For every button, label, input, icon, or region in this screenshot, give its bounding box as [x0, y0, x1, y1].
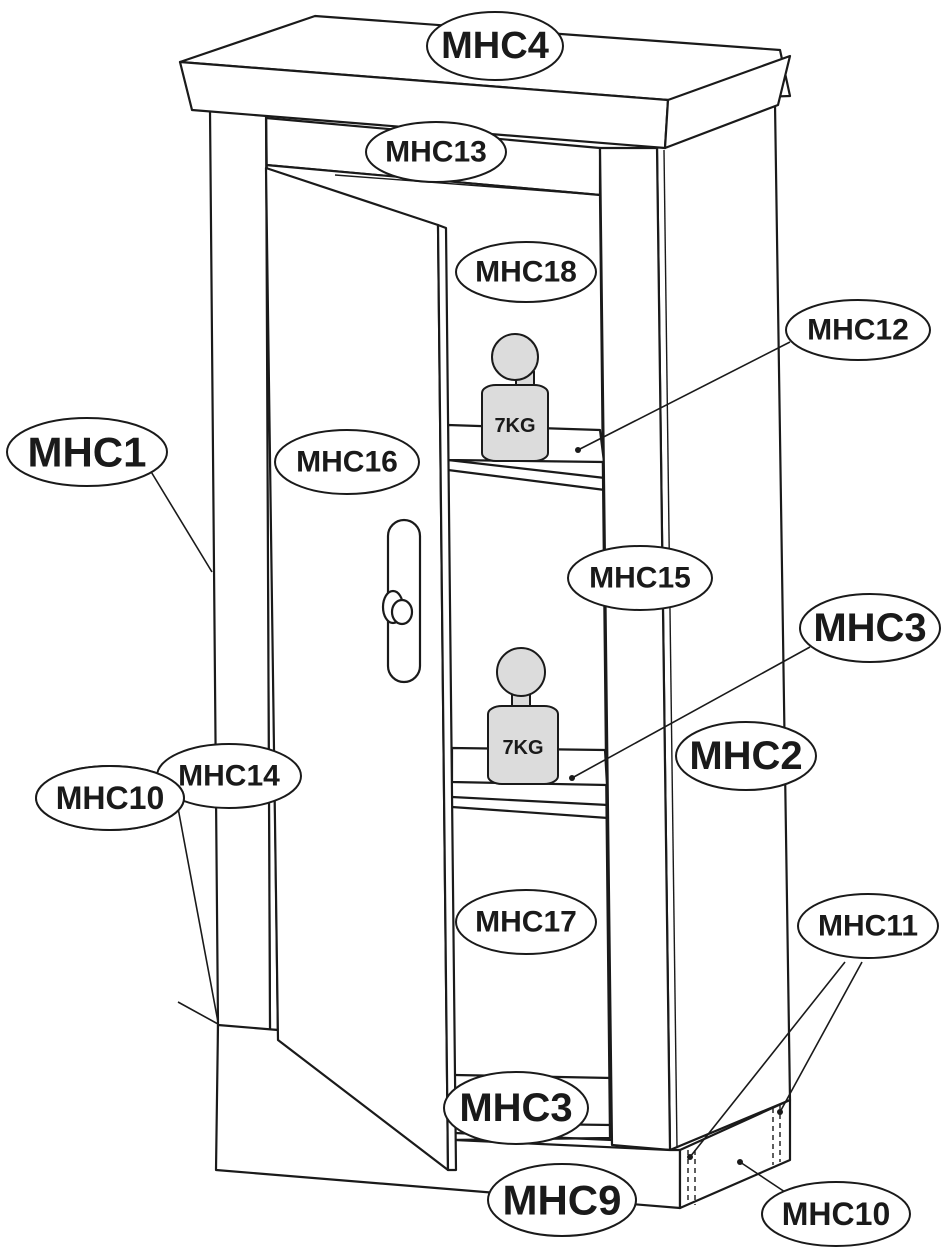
- svg-text:MHC11: MHC11: [818, 910, 918, 943]
- leader-lines: [149, 341, 863, 1203]
- leader-mhc12: [577, 341, 791, 451]
- label-mhc1: MHC1: [6, 417, 168, 487]
- leader-mhc3: [571, 646, 811, 779]
- weight-upper: 7KG: [481, 333, 549, 462]
- svg-text:MHC9: MHC9: [502, 1177, 621, 1224]
- label-mhc14: MHC14: [156, 743, 302, 809]
- label-mhc13: MHC13: [365, 121, 507, 183]
- svg-text:MHC16: MHC16: [296, 446, 398, 479]
- svg-text:MHC2: MHC2: [689, 734, 802, 778]
- svg-text:MHC3: MHC3: [813, 606, 926, 650]
- label-mhc2: MHC2: [675, 721, 817, 791]
- weight-lower: 7KG: [487, 647, 559, 785]
- label-mhc17: MHC17: [455, 889, 597, 955]
- leader-mhc1: [149, 469, 213, 573]
- svg-text:MHC1: MHC1: [27, 429, 146, 476]
- label-mhc11: MHC11: [797, 893, 939, 959]
- svg-text:MHC13: MHC13: [385, 136, 487, 169]
- leader-mhc10-left: [177, 1001, 219, 1025]
- label-mhc10-right: MHC10: [761, 1181, 911, 1247]
- svg-text:MHC14: MHC14: [178, 760, 280, 793]
- svg-text:MHC18: MHC18: [475, 256, 577, 289]
- weight-lower-label: 7KG: [502, 737, 543, 759]
- svg-text:MHC4: MHC4: [441, 25, 549, 67]
- label-mhc15: MHC15: [567, 545, 713, 611]
- label-mhc4: MHC4: [426, 11, 564, 81]
- svg-text:MHC3: MHC3: [459, 1086, 572, 1130]
- label-mhc12: MHC12: [785, 299, 931, 361]
- label-mhc18: MHC18: [455, 241, 597, 303]
- svg-text:MHC15: MHC15: [589, 562, 691, 595]
- leader-mhc11-b: [779, 961, 863, 1113]
- label-mhc9: MHC9: [487, 1163, 637, 1237]
- svg-text:MHC17: MHC17: [475, 906, 577, 939]
- label-mhc16: MHC16: [274, 429, 420, 495]
- door: [264, 166, 458, 1172]
- weight-upper-label: 7KG: [494, 415, 535, 437]
- label-mhc10-left-text: MHC10: [56, 780, 164, 816]
- label-mhc10-left-overlay: MHC10: [35, 765, 219, 1023]
- part-labels: MHC4 MHC13 MHC18 MHC12 MHC1 MHC16 MHC15: [6, 11, 941, 1247]
- leader-mhc11-a: [689, 961, 846, 1158]
- svg-text:MHC10: MHC10: [782, 1196, 890, 1232]
- label-mhc3-side: MHC3: [799, 593, 941, 663]
- label-mhc3-bottom: MHC3: [443, 1071, 589, 1145]
- svg-text:MHC12: MHC12: [807, 314, 909, 347]
